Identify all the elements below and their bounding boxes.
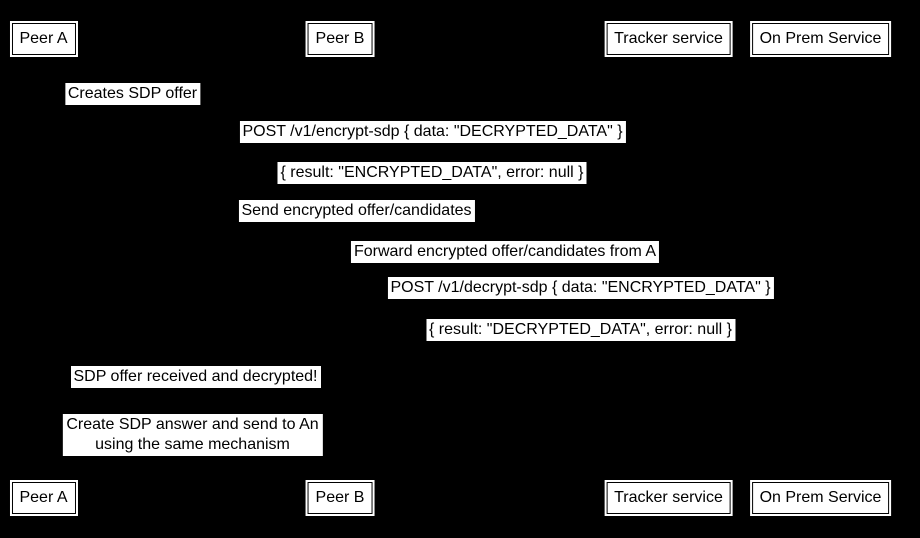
actor-peer-a-top: Peer A (9, 21, 78, 57)
lifeline-on-prem-service (820, 57, 821, 480)
actor-tracker-service-bottom: Tracker service (604, 480, 733, 516)
note-create-sdp-answer-line2: using the same mechanism (95, 436, 290, 453)
message-send-encrypted-offer: Send encrypted offer/candidates (238, 200, 475, 222)
message-decrypt-sdp-request: POST /v1/decrypt-sdp { data: "ENCRYPTED_… (387, 277, 774, 299)
message-encrypt-sdp-response: { result: "ENCRYPTED_DATA", error: null … (277, 162, 587, 184)
actor-peer-a-bottom: Peer A (9, 480, 78, 516)
note-create-sdp-answer: Create SDP answer and send to An using t… (62, 414, 323, 456)
lifeline-peer-a (43, 57, 44, 480)
message-decrypt-sdp-response: { result: "DECRYPTED_DATA", error: null … (425, 319, 736, 341)
message-forward-encrypted-offer: Forward encrypted offer/candidates from … (350, 241, 660, 263)
lifeline-peer-b (340, 57, 341, 480)
actor-peer-b-bottom: Peer B (305, 480, 375, 516)
actor-on-prem-service-bottom: On Prem Service (749, 480, 892, 516)
actor-peer-b-top: Peer B (305, 21, 375, 57)
lifeline-tracker-service (668, 57, 669, 480)
actor-on-prem-service-top: On Prem Service (749, 21, 892, 57)
note-create-sdp-answer-line1: Create SDP answer and send to An (66, 416, 319, 433)
actor-tracker-service-top: Tracker service (604, 21, 733, 57)
message-encrypt-sdp-request: POST /v1/encrypt-sdp { data: "DECRYPTED_… (239, 121, 626, 143)
note-sdp-offer-received: SDP offer received and decrypted! (70, 366, 321, 388)
note-creates-sdp-offer: Creates SDP offer (64, 83, 201, 105)
